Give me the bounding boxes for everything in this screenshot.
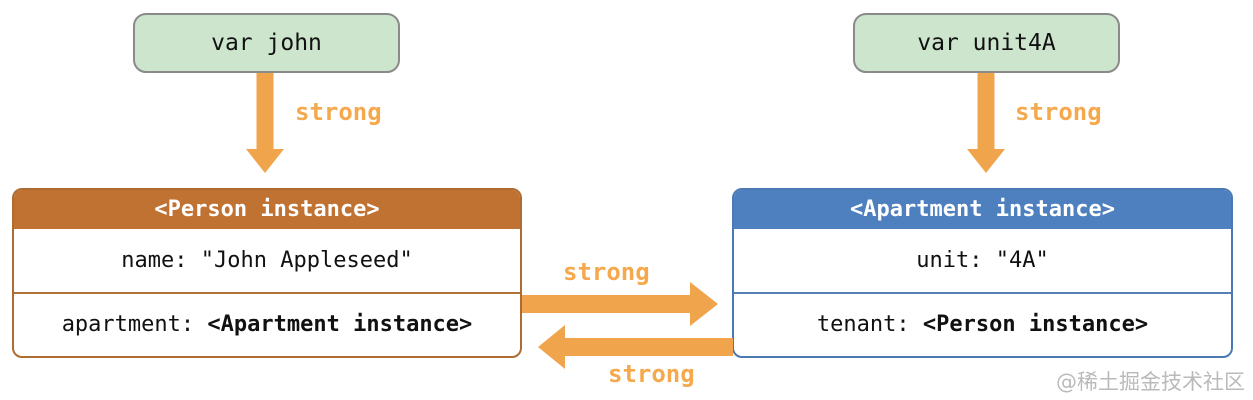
- person-apartment-reference: <Apartment instance>: [207, 312, 473, 338]
- strong-label-john: strong: [295, 98, 382, 126]
- apartment-instance-box: <Apartment instance> unit: "4A" tenant: …: [732, 188, 1233, 358]
- var-unit4a-box: var unit4A: [853, 13, 1120, 73]
- var-john-label: var john: [211, 30, 322, 56]
- apartment-unit-row: unit: "4A": [734, 229, 1231, 294]
- var-unit4a-label: var unit4A: [917, 30, 1056, 56]
- person-name-value: name: "John Appleseed": [121, 247, 413, 273]
- person-instance-box: <Person instance> name: "John Appleseed"…: [12, 188, 522, 358]
- apartment-tenant-property: tenant:: [816, 312, 923, 338]
- strong-label-person-to-apartment: strong: [563, 258, 650, 286]
- apartment-tenant-row: tenant: <Person instance>: [734, 294, 1231, 357]
- down-arrow-john-to-person: [246, 73, 284, 173]
- apartment-unit-value: unit: "4A": [916, 247, 1049, 273]
- left-arrow-apartment-to-person: [538, 325, 733, 369]
- apartment-instance-header: <Apartment instance>: [734, 190, 1231, 229]
- down-arrow-unit4a-to-apartment: [967, 73, 1005, 173]
- person-instance-header: <Person instance>: [14, 190, 520, 229]
- apartment-tenant-reference: <Person instance>: [922, 312, 1149, 338]
- var-john-box: var john: [133, 13, 400, 73]
- strong-label-unit4a: strong: [1015, 98, 1102, 126]
- right-arrow-person-to-apartment: [522, 282, 718, 326]
- watermark-text: @稀土掘金技术社区: [1056, 370, 1245, 394]
- person-apartment-property: apartment:: [61, 312, 208, 338]
- person-apartment-row: apartment: <Apartment instance>: [14, 294, 520, 357]
- strong-label-apartment-to-person: strong: [608, 360, 695, 388]
- person-name-row: name: "John Appleseed": [14, 229, 520, 294]
